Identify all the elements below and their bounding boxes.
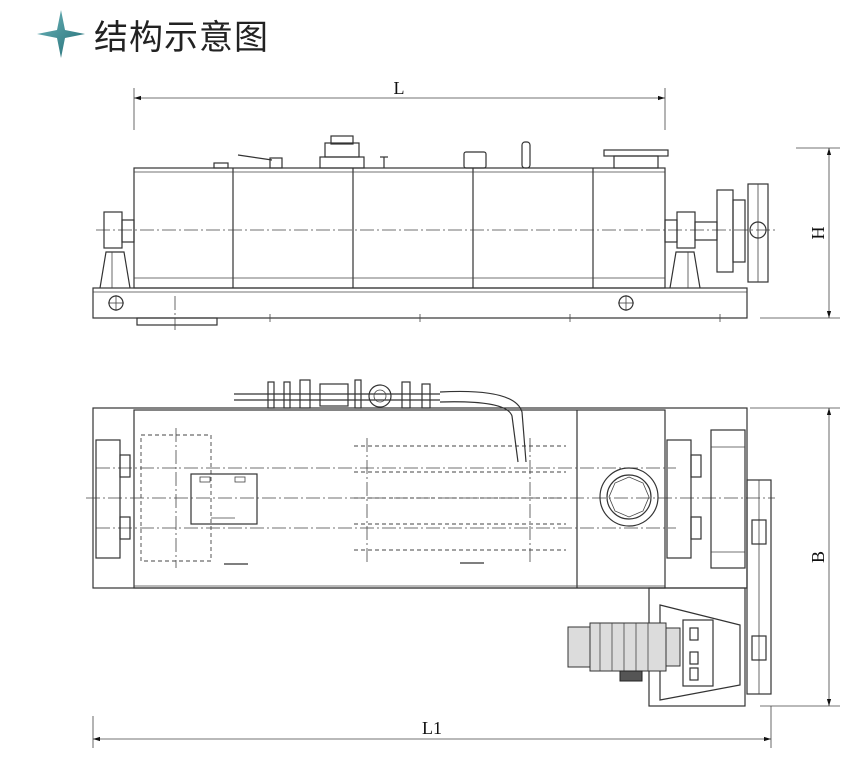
dimension-h: H: [760, 147, 840, 319]
paddle-rows: [354, 438, 566, 562]
dimension-label-l1: L1: [422, 718, 442, 738]
motor: [567, 622, 681, 682]
dimension-l: L: [133, 78, 666, 130]
four-point-star-icon: [37, 10, 85, 58]
dimension-b: B: [750, 407, 840, 707]
dimension-label-b: B: [808, 551, 828, 563]
page-title: 结构示意图: [94, 17, 269, 58]
dimension-label-l: L: [394, 78, 405, 98]
dimension-l1: L1: [92, 706, 772, 748]
top-plan-view: [86, 379, 775, 707]
dimension-label-h: H: [808, 227, 828, 240]
section-header: 结构示意图: [34, 6, 269, 62]
front-elevation-view: [92, 135, 776, 330]
